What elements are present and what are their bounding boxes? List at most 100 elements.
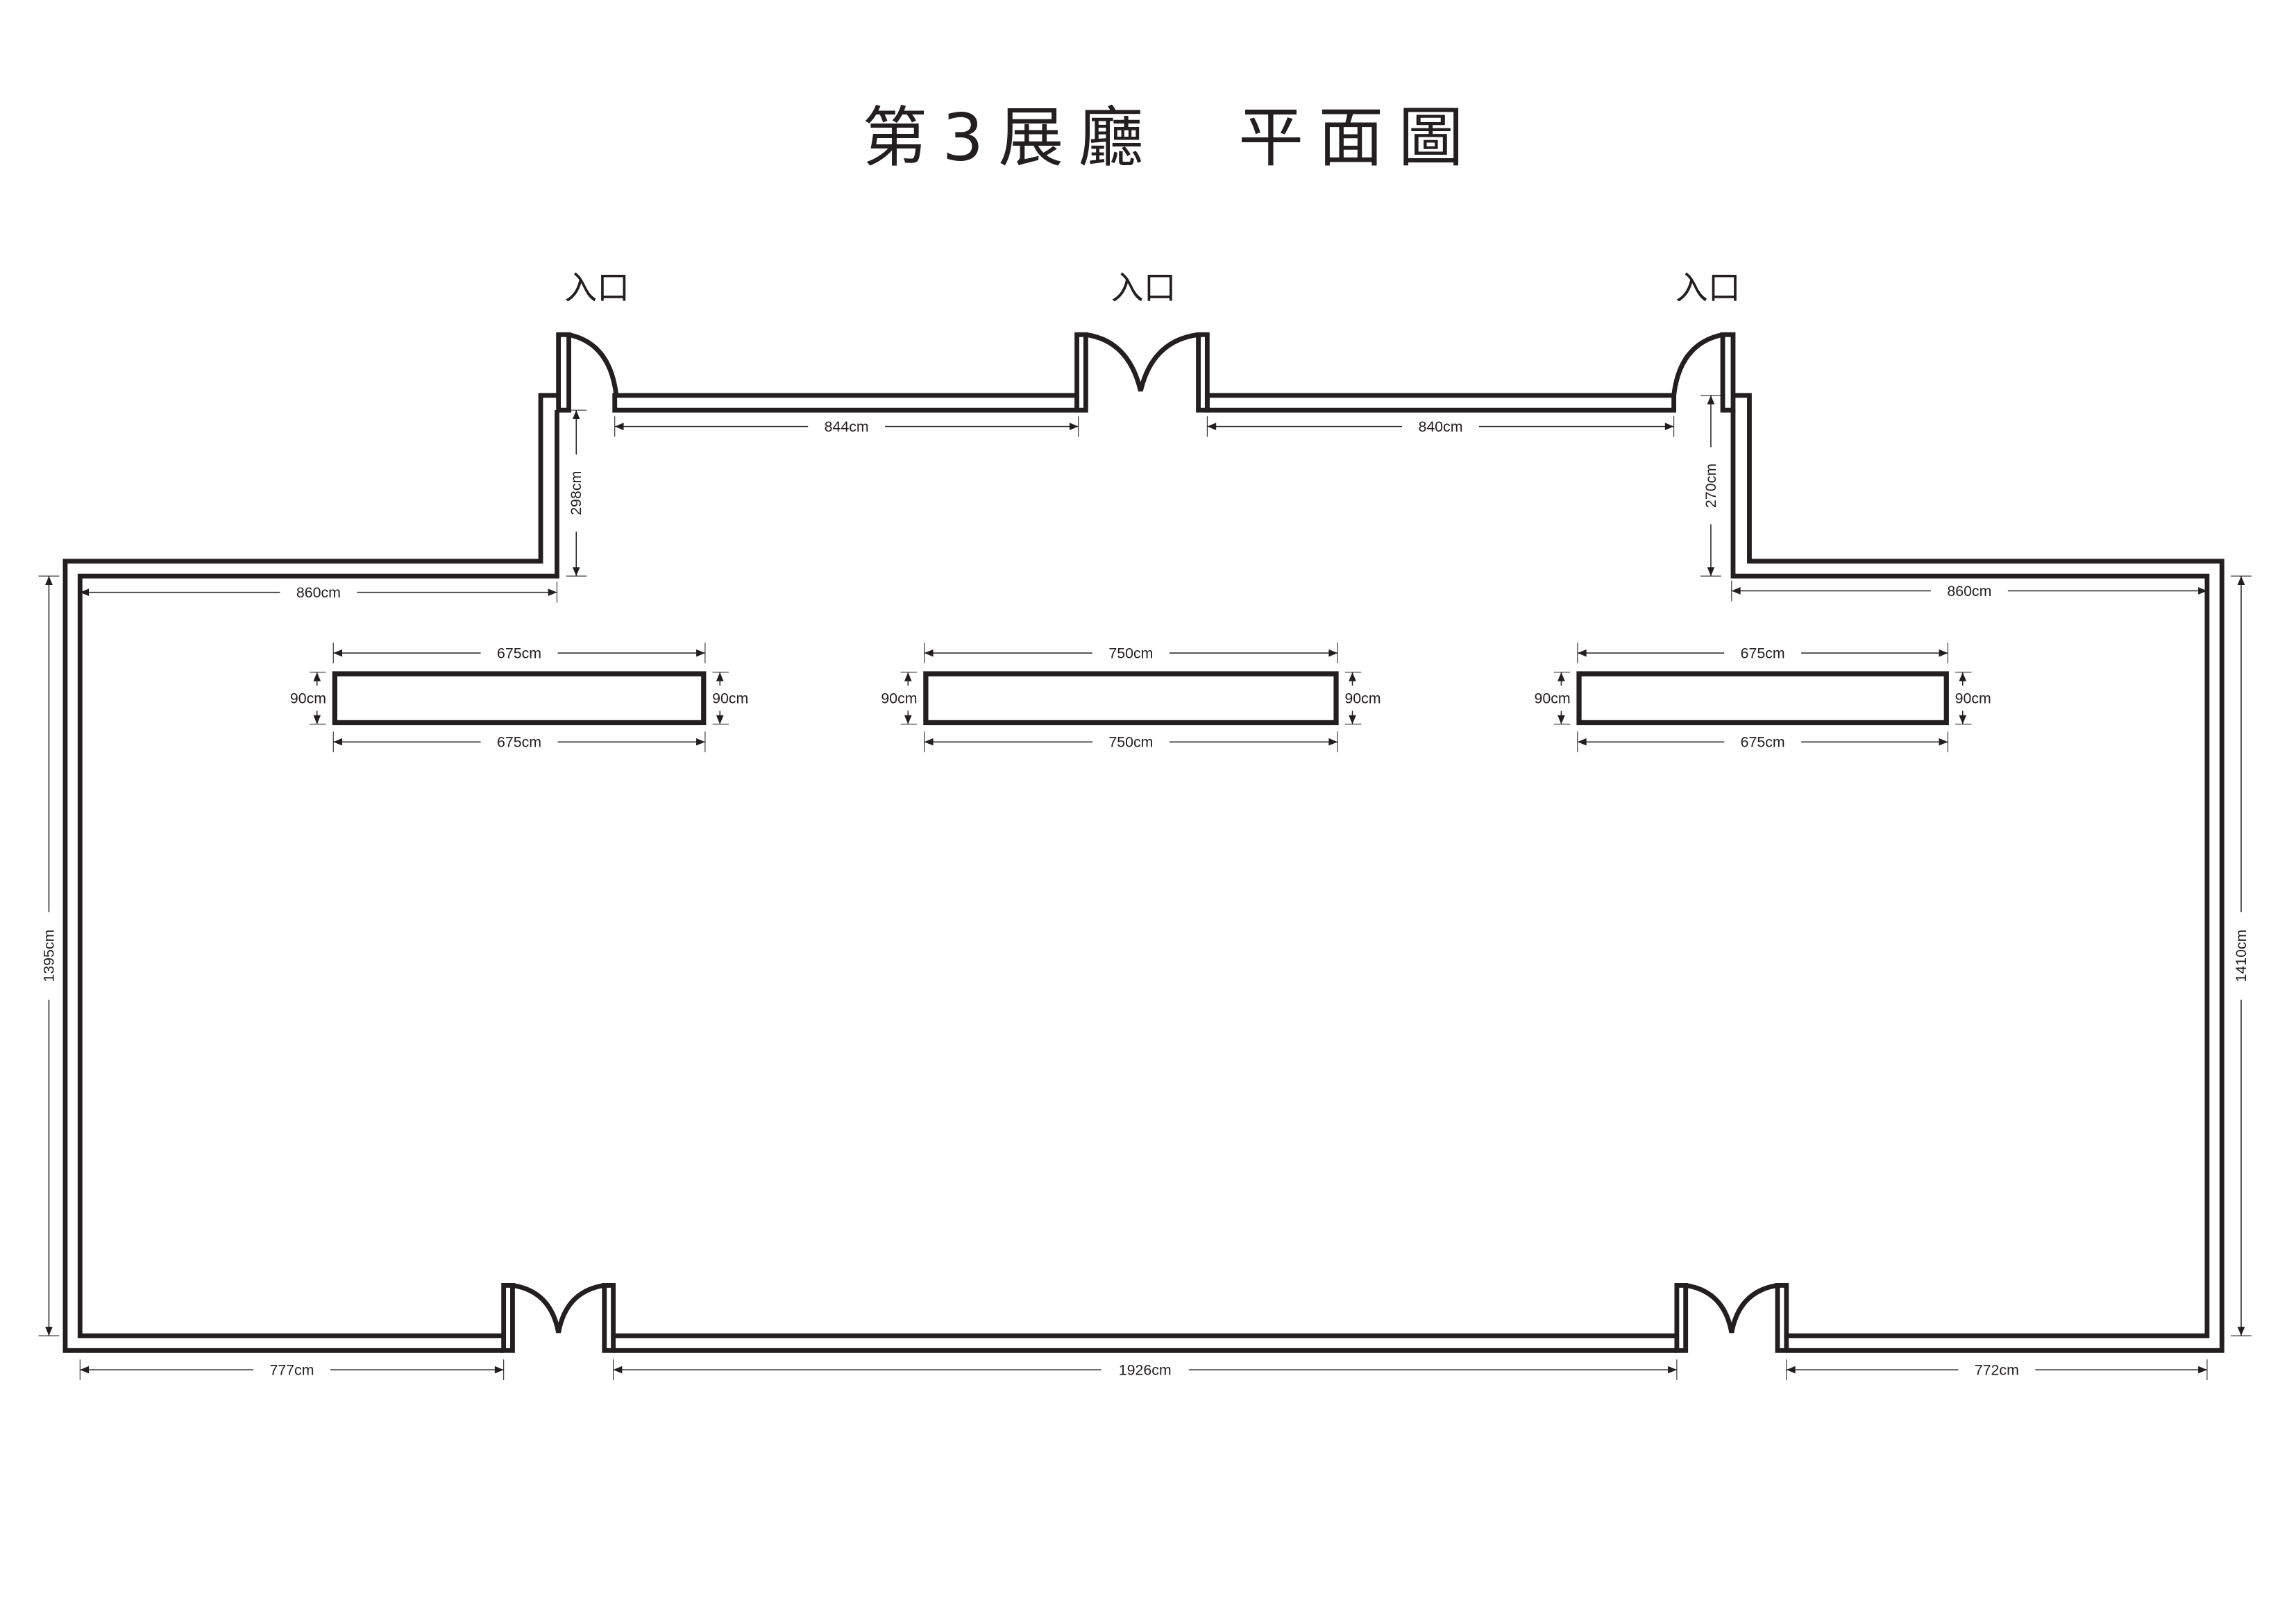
dimension-label: 1926cm: [1119, 1362, 1172, 1379]
arrowhead-icon: [548, 588, 557, 596]
arrowhead-icon: [45, 576, 53, 585]
display-panel-left: [332, 671, 707, 726]
door-jamb: [556, 332, 571, 413]
outer-wall-left: [62, 393, 560, 1353]
arrowhead-icon: [716, 672, 724, 681]
door-jamb: [1720, 332, 1736, 413]
inner-wall-right: [1730, 410, 2210, 1339]
dimension-left-upper-wall: 860cm: [79, 581, 558, 603]
arrowhead-icon: [1959, 672, 1967, 681]
door-jamb: [1674, 1283, 1689, 1353]
door-jamb: [602, 1283, 616, 1353]
arrowhead-icon: [333, 649, 343, 657]
dimension-bottom-right: 772cm: [1786, 1359, 2208, 1381]
dimension-panel-left-top: 675cm: [332, 643, 706, 664]
dimension-label: 90cm: [1955, 690, 1991, 707]
dimension-bottom-left: 777cm: [79, 1359, 505, 1381]
arrowhead-icon: [904, 672, 912, 681]
dimension-label: 298cm: [568, 471, 584, 516]
arrowhead-icon: [1939, 738, 1948, 746]
arrowhead-icon: [80, 588, 90, 596]
dimension-label: 675cm: [1741, 734, 1785, 751]
dimension-label: 90cm: [712, 690, 748, 707]
door-swing-arc: [1671, 332, 1723, 396]
arrowhead-icon: [1959, 715, 1967, 724]
bottom-wall-segment: [613, 1333, 1677, 1353]
arrowhead-icon: [313, 672, 321, 681]
arrowhead-icon: [494, 1366, 504, 1374]
arrowhead-icon: [904, 715, 912, 724]
door-jamb: [1196, 332, 1210, 413]
dimension-panel-right-bottom: 675cm: [1577, 731, 1948, 753]
dimension-panel-right-h-left: 90cm: [1535, 672, 1571, 725]
inner-wall-left: [77, 410, 559, 1339]
arrowhead-icon: [333, 738, 343, 746]
dimension-bottom-middle: 1926cm: [613, 1359, 1678, 1381]
dimension-lines: 844cm 840cm 860cm 860cm 777cm 1926cm 772cm 675c…: [38, 395, 2252, 1381]
arrowhead-icon: [1069, 423, 1079, 430]
arrowhead-icon: [1939, 649, 1948, 657]
dimension-label: 675cm: [497, 645, 541, 662]
dimension-panel-mid-h-right: 90cm: [1344, 672, 1381, 725]
arrowhead-icon: [1577, 649, 1587, 657]
arrowhead-icon: [1328, 738, 1338, 746]
dimension-label: 675cm: [1741, 645, 1785, 662]
display-panel-center: [923, 671, 1339, 726]
door-swing-arc: [568, 332, 619, 396]
top-wall-segment: [612, 393, 1079, 413]
arrowhead-icon: [1349, 672, 1356, 681]
arrowhead-icon: [614, 423, 624, 430]
dimension-right-height: 1410cm: [2231, 575, 2252, 1336]
arrowhead-icon: [45, 1327, 53, 1336]
arrowhead-icon: [1707, 567, 1715, 577]
dimension-panel-mid-bottom: 750cm: [924, 731, 1338, 753]
arrowhead-icon: [572, 567, 580, 577]
arrowhead-icon: [313, 715, 321, 724]
page-title: 第3展廳 平面圖: [862, 100, 1478, 176]
arrowhead-icon: [2237, 1327, 2245, 1336]
dimension-top-left-wall: 844cm: [614, 416, 1079, 437]
dimension-panel-right-top: 675cm: [1577, 643, 1948, 664]
arrowhead-icon: [2198, 1366, 2207, 1374]
arrowhead-icon: [2198, 587, 2207, 595]
entrance-label-right: 入口: [1675, 269, 1741, 307]
arrowhead-icon: [572, 410, 580, 419]
entrance-label-center: 入口: [1111, 269, 1176, 307]
arrowhead-icon: [80, 1366, 90, 1374]
dimension-label: 90cm: [881, 690, 917, 707]
dimension-left-step-height: 298cm: [566, 409, 587, 577]
dimension-panel-left-h-left: 90cm: [290, 672, 326, 725]
door-swing-arc: [1085, 332, 1199, 392]
entrance-label-left: 入口: [564, 269, 630, 307]
display-panel-right: [1576, 671, 1949, 726]
door-jamb: [501, 1283, 515, 1353]
dimension-label: 90cm: [1535, 690, 1571, 707]
door-jamb: [1074, 332, 1088, 413]
arrowhead-icon: [2237, 576, 2245, 585]
door-jamb: [1775, 1283, 1789, 1353]
arrowhead-icon: [696, 649, 705, 657]
arrowhead-icon: [1558, 715, 1565, 724]
dimension-top-right-wall: 840cm: [1206, 416, 1675, 437]
dimension-right-step-height: 270cm: [1700, 395, 1721, 577]
dimension-label: 844cm: [825, 418, 869, 435]
dimension-panel-mid-top: 750cm: [924, 643, 1338, 664]
arrowhead-icon: [1577, 738, 1587, 746]
outer-wall-right: [1732, 393, 2225, 1353]
arrowhead-icon: [1207, 423, 1217, 430]
arrowhead-icon: [924, 738, 934, 746]
dimension-label: 750cm: [1108, 734, 1153, 751]
arrowhead-icon: [613, 1366, 623, 1374]
dimension-left-height: 1395cm: [38, 575, 60, 1336]
arrowhead-icon: [1707, 395, 1715, 405]
dimension-label: 270cm: [1703, 464, 1719, 508]
dimension-label: 860cm: [1947, 583, 1991, 600]
walls: [62, 332, 2225, 1353]
arrowhead-icon: [1668, 1366, 1677, 1374]
top-wall-segment: [1204, 393, 1677, 413]
door-swing-arc: [1685, 1283, 1778, 1334]
arrowhead-icon: [1731, 587, 1741, 595]
dimension-label: 860cm: [296, 584, 341, 601]
door-swing-arc: [512, 1283, 605, 1334]
